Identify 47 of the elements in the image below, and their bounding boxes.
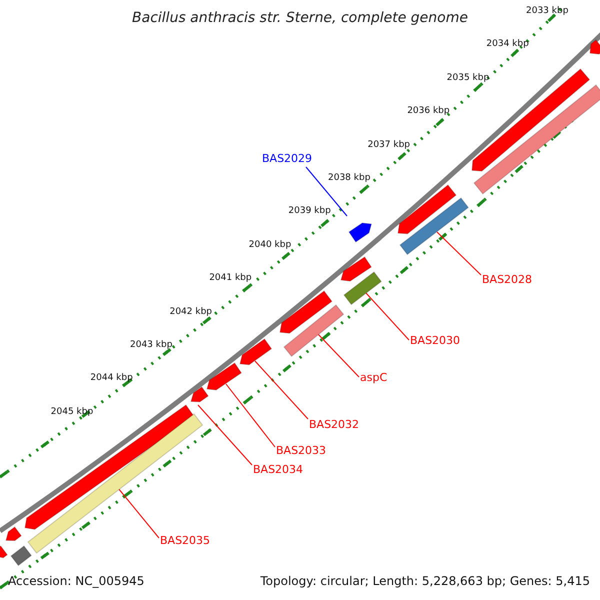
gene-label: BAS2035 bbox=[160, 535, 210, 546]
scale-label: 2043 kbp bbox=[130, 341, 172, 350]
gene-label: BAS2029 bbox=[262, 153, 312, 164]
scale-label: 2036 kbp bbox=[407, 107, 450, 116]
feature-bar bbox=[11, 546, 32, 566]
leader-line bbox=[254, 360, 308, 420]
feature-bar bbox=[474, 84, 600, 194]
scale-label: 2042 kbp bbox=[170, 308, 212, 317]
gene-feature bbox=[472, 68, 590, 171]
gene-feature bbox=[590, 40, 600, 54]
gene-feature bbox=[25, 405, 194, 530]
scale-label: 2035 kbp bbox=[446, 74, 490, 83]
feature-bar bbox=[400, 198, 469, 255]
gene-feature bbox=[341, 257, 372, 282]
accession-text: Accession: NC_005945 bbox=[8, 575, 144, 587]
feature-bar bbox=[284, 305, 344, 357]
scale-label: 2041 kbp bbox=[209, 274, 252, 284]
leader-line bbox=[306, 166, 348, 216]
leader-line bbox=[436, 232, 482, 276]
scale-label: 2037 kbp bbox=[368, 140, 410, 150]
gene-label: aspC bbox=[360, 372, 388, 383]
scale-label: 2040 kbp bbox=[248, 240, 292, 250]
map-title: Bacillus anthracis str. Sterne, complete genome bbox=[131, 11, 469, 25]
gene-feature bbox=[6, 526, 22, 540]
gene-feature bbox=[191, 386, 208, 402]
gene-feature bbox=[207, 363, 242, 390]
gene-feature bbox=[280, 290, 332, 333]
leader-line bbox=[226, 384, 276, 448]
leader-line bbox=[118, 488, 160, 538]
gene-label: BAS2030 bbox=[410, 335, 460, 346]
gene-label: BAS2032 bbox=[309, 419, 360, 430]
leader-line bbox=[198, 404, 252, 466]
genome-info-text: Topology: circular; Length: 5,228,663 bp; Genes: 5,415 bbox=[260, 575, 590, 587]
gene-feature bbox=[398, 184, 456, 234]
gene-feature bbox=[240, 339, 272, 365]
gene-label: BAS2034 bbox=[253, 464, 304, 475]
scale-label: 2044 kbp bbox=[90, 374, 133, 384]
scale-label: 2034 kbp bbox=[486, 40, 529, 50]
scale-label: 2039 kbp bbox=[288, 207, 331, 216]
gene-label: BAS2028 bbox=[482, 274, 532, 285]
feature-bar bbox=[344, 272, 382, 305]
scale-label: 2045 kbp bbox=[50, 408, 94, 417]
scale-label: 2038 kbp bbox=[328, 174, 370, 183]
leader-line bbox=[366, 292, 410, 340]
gene-label: BAS2033 bbox=[276, 445, 326, 456]
scale-label: 2033 kbp bbox=[526, 7, 568, 16]
gene-feature bbox=[348, 223, 371, 242]
